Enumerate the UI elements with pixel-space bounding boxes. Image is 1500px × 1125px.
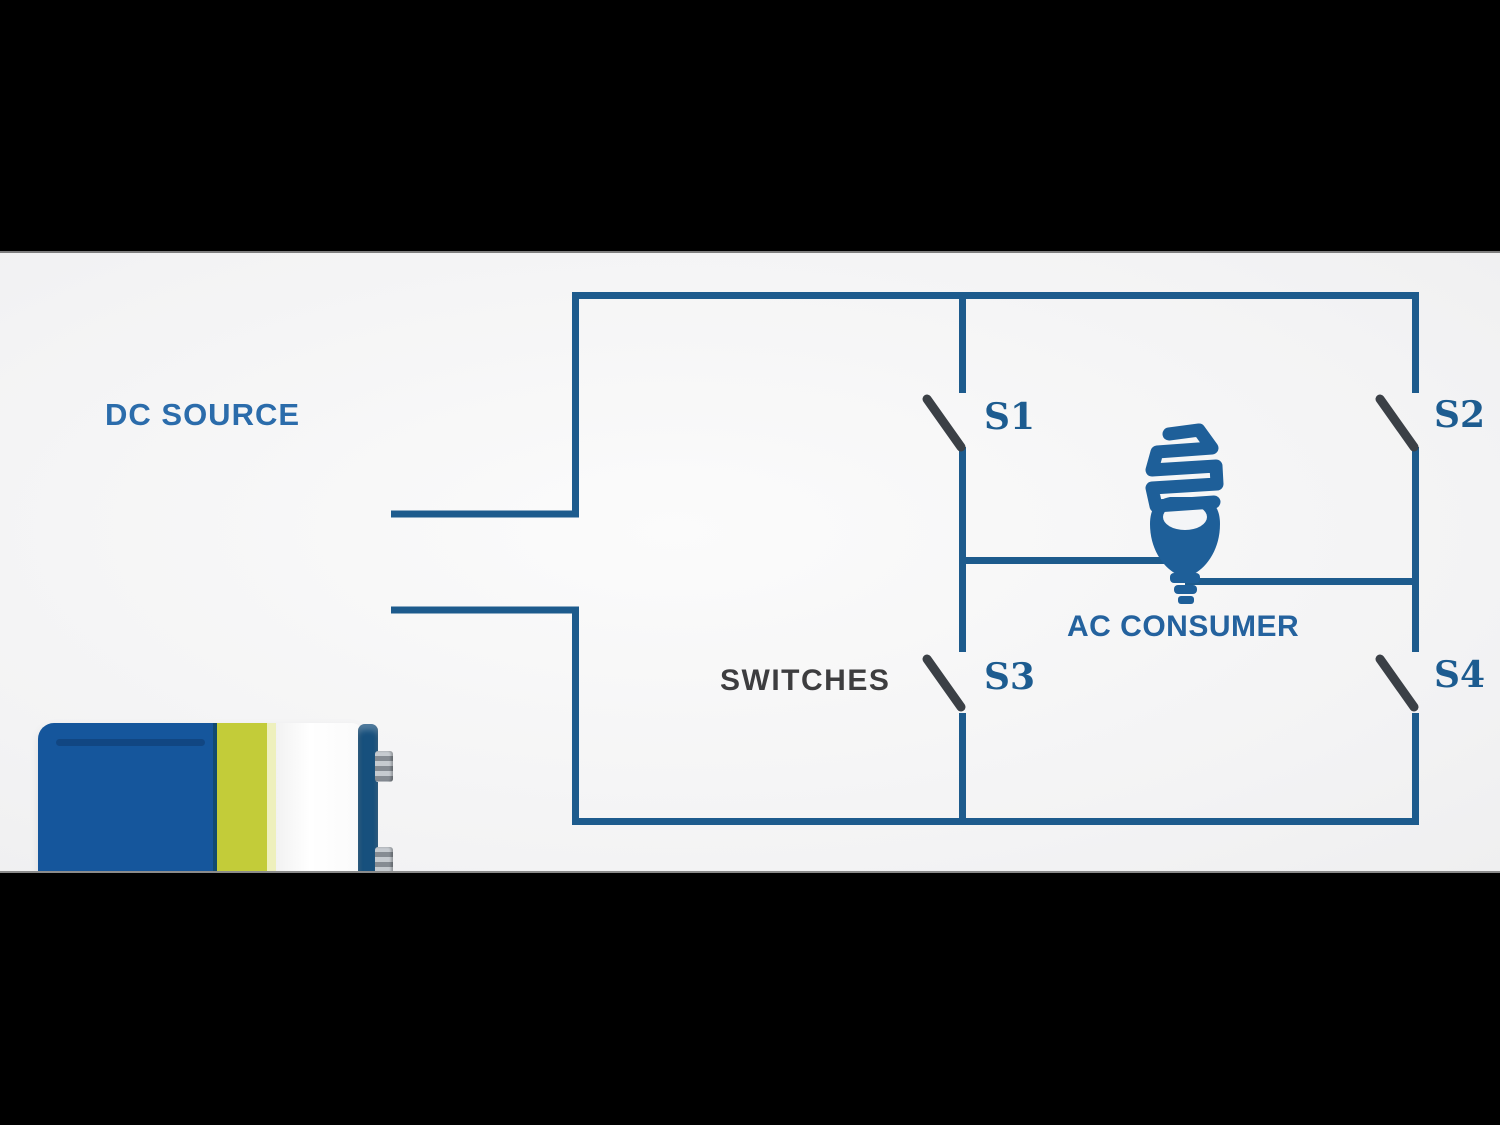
- switch-s3-label: S3: [984, 656, 1036, 698]
- battery-pale-edge: [267, 723, 276, 905]
- ac-consumer-label: AC CONSUMER: [1067, 610, 1300, 643]
- letterbox-top: [0, 0, 1500, 253]
- switch-s2-label: S2: [1434, 394, 1486, 436]
- battery-terminal-bottom: [375, 847, 393, 878]
- switch-s1-label: S1: [984, 396, 1036, 438]
- s1-lever: [922, 394, 966, 452]
- letterbox-bottom: [0, 871, 1500, 1125]
- s3-lever: [922, 654, 966, 712]
- battery-shade-stripe: [56, 739, 205, 746]
- switch-s4-label: S4: [1434, 654, 1486, 696]
- battery-cap: [358, 724, 378, 904]
- s2-lever: [1375, 394, 1419, 452]
- dc-source-label: DC SOURCE: [105, 397, 301, 432]
- bulb-base-ridge: [1178, 596, 1194, 604]
- switches-label: SWITCHES: [720, 664, 891, 697]
- bulb-base-ridge: [1174, 585, 1197, 594]
- battery-terminal-top: [375, 751, 393, 782]
- diagram-canvas: [0, 253, 1500, 905]
- bulb-base-ridge: [1170, 573, 1200, 583]
- battery-stripe-edge: [213, 723, 217, 905]
- cfl-bulb-icon: [1145, 423, 1224, 604]
- s4-lever: [1375, 654, 1419, 712]
- bulb-coil: [1145, 423, 1224, 513]
